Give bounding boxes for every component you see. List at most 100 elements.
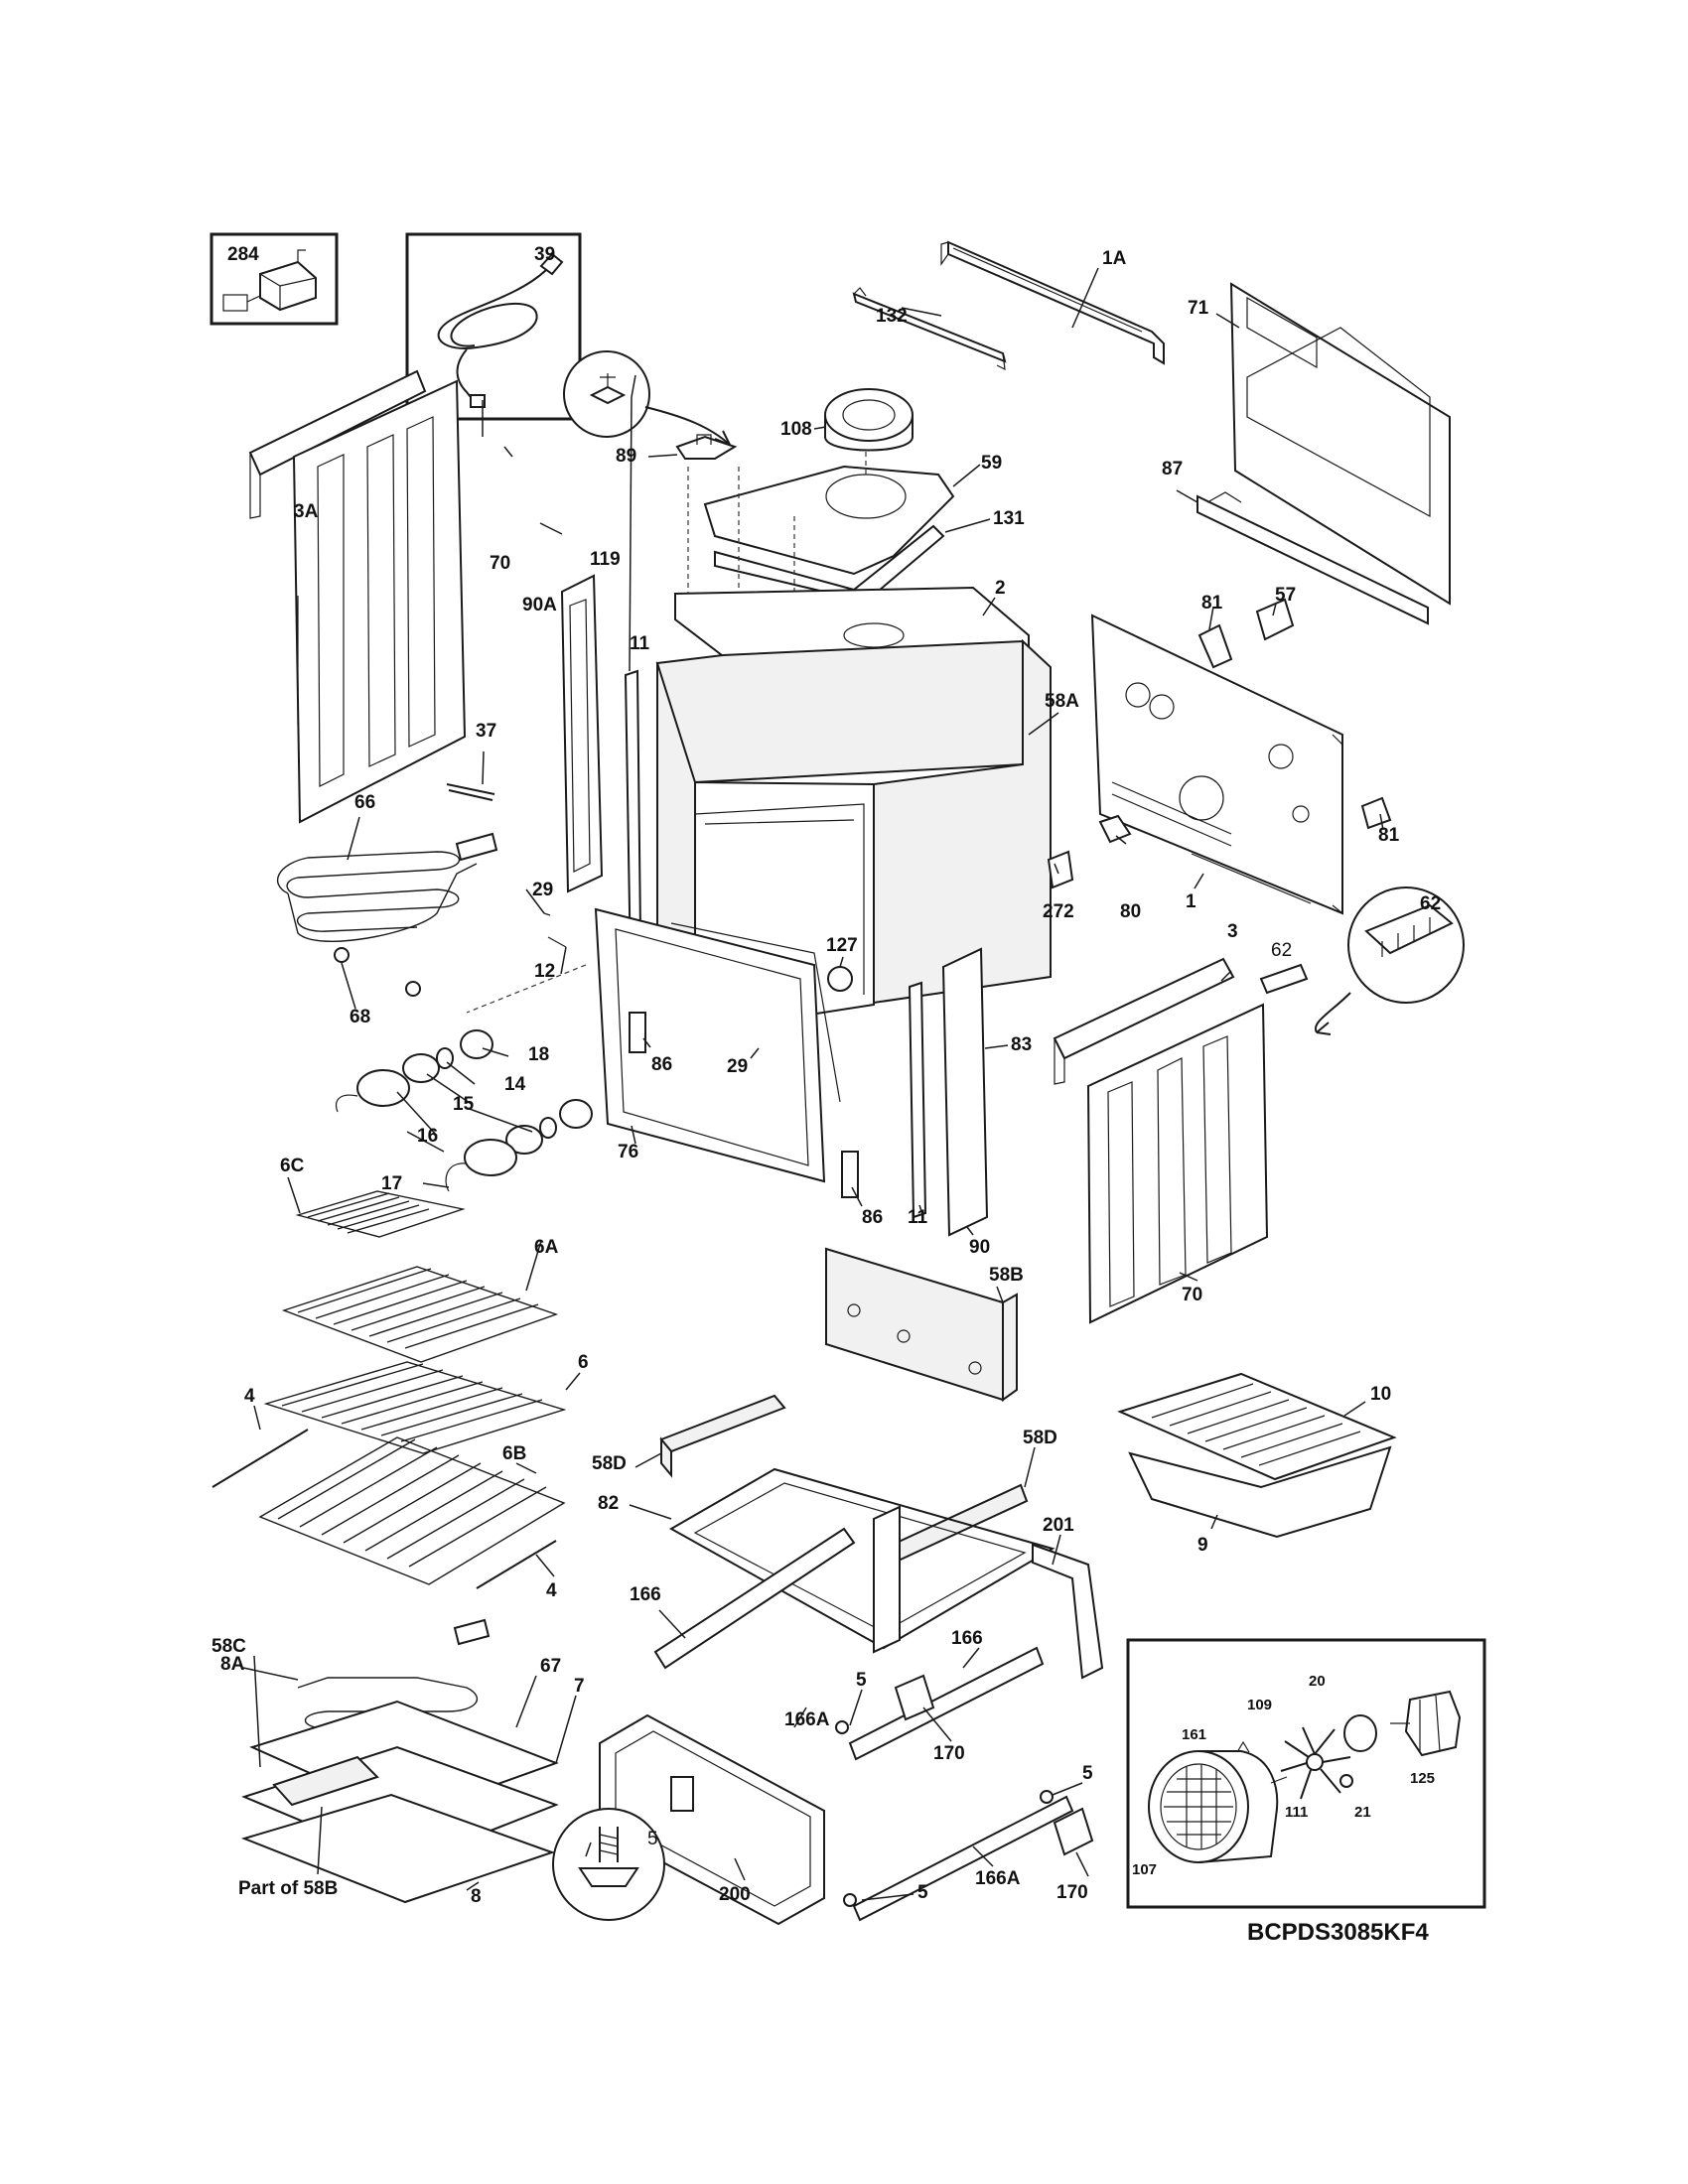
callout-200: 200 xyxy=(719,1884,751,1905)
callout-4-right: 4 xyxy=(546,1580,557,1601)
callout-59: 59 xyxy=(981,453,1002,474)
callout-86-upper: 86 xyxy=(651,1054,672,1075)
callout-5-foot: 5 xyxy=(647,1829,658,1849)
callout-3: 3 xyxy=(1227,921,1238,942)
callout-131: 131 xyxy=(993,508,1025,529)
callout-part-of-58B: Part of 58B xyxy=(238,1878,338,1899)
callout-111: 111 xyxy=(1285,1804,1308,1821)
bottom-insulation xyxy=(659,1247,1029,1567)
back-panel xyxy=(1047,598,1392,915)
callout-132: 132 xyxy=(876,306,908,327)
vent-assembly xyxy=(675,388,955,635)
leader-lines xyxy=(242,267,1384,1901)
callout-29-center: 29 xyxy=(727,1056,748,1077)
callout-170-bottom: 170 xyxy=(1056,1882,1088,1903)
bake-element-assembly xyxy=(240,1618,559,1904)
callout-68: 68 xyxy=(350,1007,370,1027)
callout-8: 8 xyxy=(471,1886,482,1907)
callout-62-plain: 62 xyxy=(1271,940,1292,961)
callout-109: 109 xyxy=(1247,1697,1272,1713)
power-cord-inset xyxy=(405,232,582,421)
leveler-callout xyxy=(552,1808,665,1921)
callout-20: 20 xyxy=(1309,1673,1326,1690)
callout-58C: 58C xyxy=(211,1636,246,1657)
callout-6A: 6A xyxy=(534,1237,559,1258)
callout-166A-bottom: 166A xyxy=(975,1868,1021,1889)
callout-107: 107 xyxy=(1132,1861,1157,1878)
callout-17: 17 xyxy=(381,1173,402,1194)
callout-9: 9 xyxy=(1197,1535,1208,1556)
back-brackets xyxy=(852,240,1451,625)
callout-10: 10 xyxy=(1370,1384,1391,1405)
callout-272: 272 xyxy=(1043,901,1074,922)
callout-81-top: 81 xyxy=(1201,593,1223,614)
callout-labels: 284 39 1A 132 71 108 89 59 131 87 3A 70 … xyxy=(211,244,1441,1946)
callout-66: 66 xyxy=(354,792,375,813)
callout-119: 119 xyxy=(590,549,621,570)
callout-166-right: 166 xyxy=(951,1628,983,1649)
callout-82: 82 xyxy=(598,1493,619,1514)
callout-5-right: 5 xyxy=(1082,1763,1093,1784)
callout-86-lower: 86 xyxy=(862,1207,883,1228)
callout-29-left: 29 xyxy=(532,880,553,900)
callout-4-left: 4 xyxy=(244,1386,255,1407)
callout-166-left: 166 xyxy=(630,1584,661,1605)
callout-83: 83 xyxy=(1011,1034,1032,1055)
callout-284: 284 xyxy=(227,244,259,265)
callout-170-center: 170 xyxy=(933,1743,965,1764)
callout-1: 1 xyxy=(1186,891,1196,912)
relay-inset xyxy=(210,232,339,326)
callout-39: 39 xyxy=(534,244,555,265)
lower-frame xyxy=(653,1467,1104,1761)
callout-87: 87 xyxy=(1162,459,1183,479)
callout-58D-left: 58D xyxy=(592,1453,627,1474)
callout-201: 201 xyxy=(1043,1515,1074,1536)
drawer-slides xyxy=(835,1674,1094,1922)
thermostat-callout xyxy=(563,350,731,446)
left-side-panel xyxy=(248,369,467,824)
callout-14: 14 xyxy=(504,1074,526,1095)
callout-6C: 6C xyxy=(280,1156,305,1176)
oven-racks xyxy=(211,1190,567,1589)
callout-7: 7 xyxy=(574,1676,585,1697)
callout-37: 37 xyxy=(476,721,496,742)
callout-161: 161 xyxy=(1182,1726,1206,1743)
callout-8A: 8A xyxy=(220,1654,245,1675)
callout-58D-right: 58D xyxy=(1023,1428,1057,1448)
callout-62-circle: 62 xyxy=(1420,893,1441,914)
callout-58A: 58A xyxy=(1045,691,1079,712)
callout-11-bottom: 11 xyxy=(908,1207,928,1228)
right-strips xyxy=(908,947,989,1237)
callout-108: 108 xyxy=(780,419,812,440)
diagram-code: BCPDS3085KF4 xyxy=(1247,1919,1429,1946)
callout-70-top: 70 xyxy=(490,553,510,574)
oven-cavity xyxy=(655,586,1052,1034)
callout-71: 71 xyxy=(1188,298,1209,319)
callout-5-bottom: 5 xyxy=(917,1882,928,1903)
callout-90A: 90A xyxy=(522,595,557,615)
callout-21: 21 xyxy=(1354,1804,1371,1821)
oven-lights xyxy=(336,964,593,1192)
callout-166A-center: 166A xyxy=(784,1709,830,1730)
callout-5-center: 5 xyxy=(856,1670,867,1691)
callout-11-top: 11 xyxy=(630,633,650,654)
callout-125: 125 xyxy=(1410,1770,1435,1787)
callout-12: 12 xyxy=(534,961,555,982)
callout-6B: 6B xyxy=(502,1443,526,1464)
callout-127: 127 xyxy=(826,935,858,956)
callout-58B: 58B xyxy=(989,1265,1024,1286)
terminal-block-callout xyxy=(1259,887,1465,1035)
callout-3A: 3A xyxy=(294,501,319,522)
callout-6: 6 xyxy=(578,1352,589,1373)
callout-2: 2 xyxy=(995,578,1006,599)
callout-18: 18 xyxy=(528,1044,549,1065)
callout-57: 57 xyxy=(1275,585,1296,606)
callout-1A: 1A xyxy=(1102,248,1127,269)
broil-element xyxy=(276,783,567,997)
callout-89: 89 xyxy=(616,446,636,467)
callout-16: 16 xyxy=(417,1126,438,1147)
callout-80: 80 xyxy=(1120,901,1141,922)
callout-81-right: 81 xyxy=(1378,825,1400,846)
callout-70-bottom: 70 xyxy=(1182,1285,1202,1305)
